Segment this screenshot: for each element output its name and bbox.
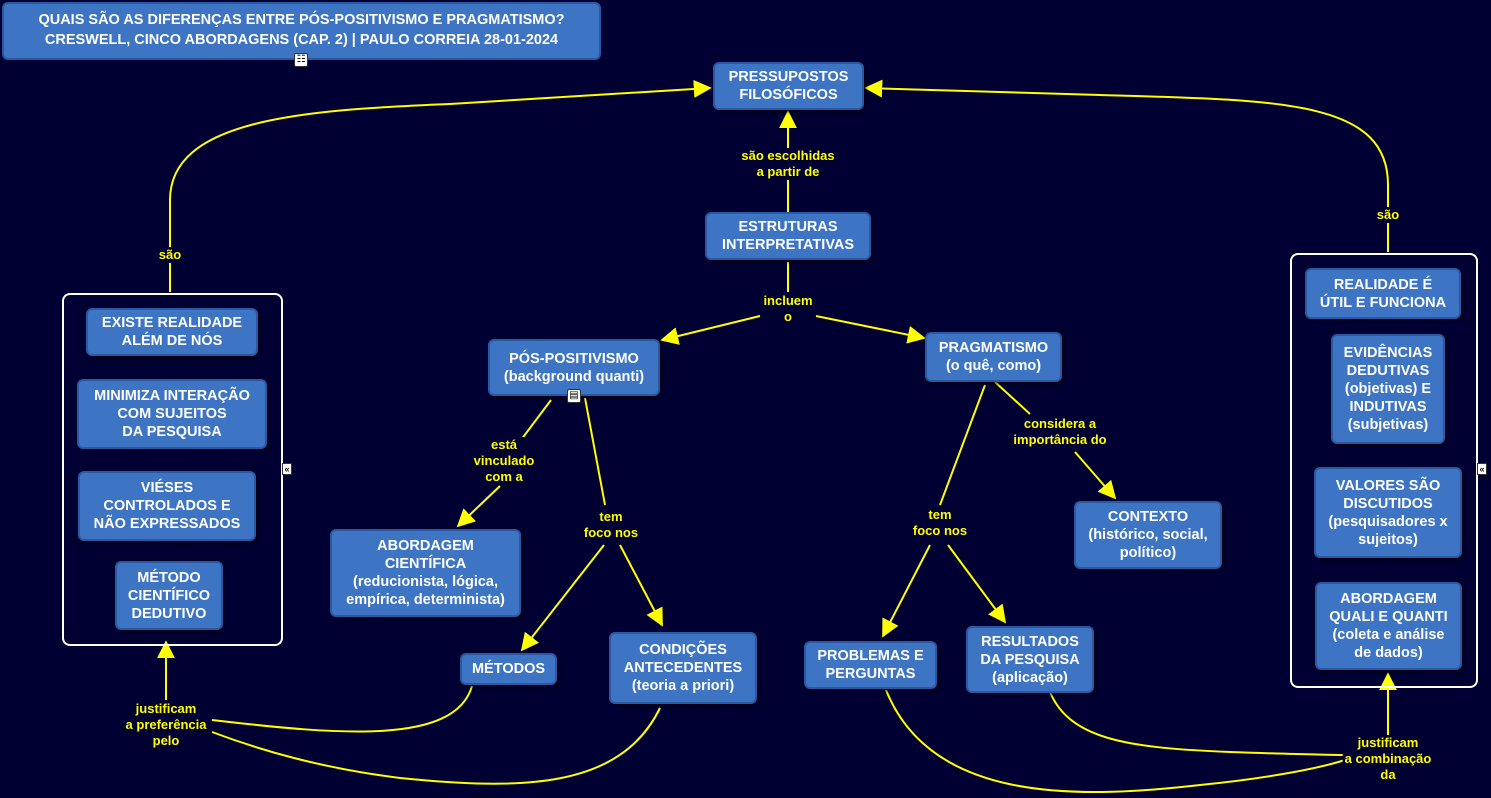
label-sao-left: são (156, 247, 184, 263)
node-problemas-e-perguntas[interactable]: PROBLEMAS E PERGUNTAS (804, 641, 937, 689)
node-resultados-da-pesquisa[interactable]: RESULTADOS DA PESQUISA (aplicação) (966, 626, 1094, 693)
link-foco-resultados (947, 544, 1007, 624)
link-foco-metodos (520, 544, 605, 652)
link-incluem-pragmatismo (815, 315, 926, 344)
collapse-arrow-icon[interactable]: « (282, 463, 292, 475)
link-right-group-pressupostos (864, 79, 1389, 252)
node-contexto[interactable]: CONTEXTO (histórico, social, político) (1074, 501, 1222, 569)
link-considera-contexto (1074, 451, 1117, 500)
node-realidade-util[interactable]: REALIDADE É ÚTIL E FUNCIONA (1305, 268, 1461, 319)
sitemap-icon[interactable]: ☷ (294, 53, 308, 67)
node-minimiza-interacao[interactable]: MINIMIZA INTERAÇÃO COM SUJEITOS DA PESQU… (77, 379, 267, 449)
link-resultados-justificam (1049, 691, 1346, 756)
link-incluem-pospositivismo (660, 315, 761, 345)
title-line-1: QUAIS SÃO AS DIFERENÇAS ENTRE PÓS-POSITI… (38, 12, 565, 28)
node-vieses-controlados[interactable]: VIÉSES CONTROLADOS E NÃO EXPRESSADOS (78, 471, 256, 541)
node-abordagem-quali-quanti[interactable]: ABORDAGEM QUALI E QUANTI (coleta e análi… (1315, 582, 1462, 670)
node-abordagem-cientifica[interactable]: ABORDAGEM CIENTÍFICA (reducionista, lógi… (330, 529, 521, 617)
link-pragmatismo-considera (994, 381, 1031, 415)
label-justificam-right: justificam a combinação da (1342, 735, 1434, 783)
node-evidencias[interactable]: EVIDÊNCIAS DEDUTIVAS (objetivas) E INDUT… (1331, 334, 1445, 444)
node-condicoes-antecedentes[interactable]: CONDIÇÕES ANTECEDENTES (teoria a priori) (609, 632, 757, 704)
label-sao-right: são (1374, 207, 1402, 223)
label-considera: considera a importância do (1011, 416, 1109, 448)
link-metodos-justificam (211, 685, 473, 733)
node-estruturas-interpretativas[interactable]: ESTRUTURAS INTERPRETATIVAS (705, 212, 871, 260)
label-foco-left: tem foco nos (581, 509, 641, 541)
link-foco-problemas (882, 544, 931, 638)
node-existe-realidade[interactable]: EXISTE REALIDADE ALÉM DE NÓS (86, 308, 258, 356)
link-pospositivismo-foco (584, 397, 606, 506)
image-icon[interactable]: ▤ (567, 389, 581, 403)
link-left-group-pressupostos (169, 79, 712, 292)
node-pos-positivismo[interactable]: PÓS-POSITIVISMO (background quanti) (488, 339, 660, 396)
label-incluem: incluem o (761, 293, 815, 325)
node-valores-discutidos[interactable]: VALORES SÃO DISCUTIDOS (pesquisadores x … (1314, 467, 1462, 558)
map-title: QUAIS SÃO AS DIFERENÇAS ENTRE PÓS-POSITI… (2, 2, 601, 60)
label-escolhidas: são escolhidas a partir de (739, 148, 837, 180)
node-pragmatismo[interactable]: PRAGMATISMO (o quê, como) (925, 332, 1062, 382)
link-foco-condicoes (619, 544, 663, 627)
label-foco-right: tem foco nos (910, 507, 970, 539)
link-condicoes-justificam (211, 707, 661, 785)
label-justificam-left: justificam a preferência pelo (123, 701, 209, 749)
label-vinculado: está vinculado com a (471, 437, 537, 485)
link-pragmatismo-foco (939, 384, 986, 506)
node-metodos[interactable]: MÉTODOS (460, 653, 557, 685)
title-line-2: CRESWELL, CINCO ABORDAGENS (CAP. 2) | PA… (44, 32, 559, 48)
collapse-arrow-icon[interactable]: « (1477, 463, 1487, 475)
node-pressupostos-filosoficos[interactable]: PRESSUPOSTOS FILOSÓFICOS (713, 62, 864, 110)
link-problemas-justificam (885, 689, 1346, 793)
node-metodo-cientifico[interactable]: MÉTODO CIENTÍFICO DEDUTIVO (115, 561, 223, 630)
